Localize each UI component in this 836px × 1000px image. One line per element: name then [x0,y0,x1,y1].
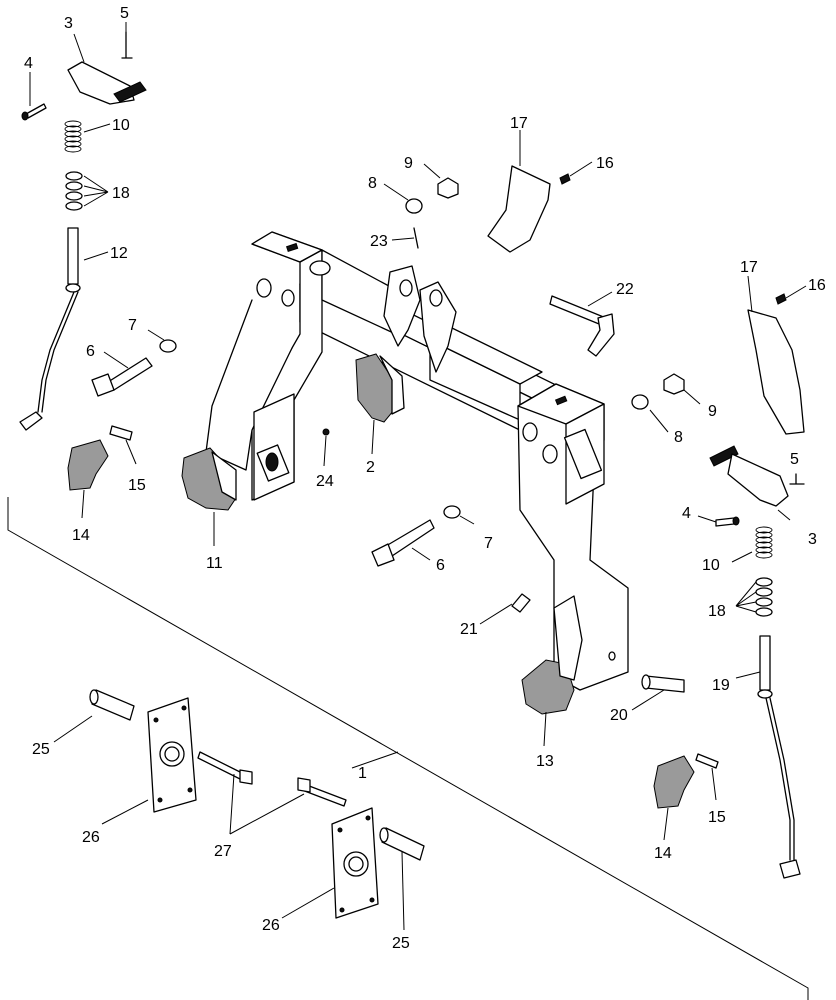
callout-4-right: 4 [682,505,691,522]
spring-right [755,526,773,559]
callout-14-right: 14 [654,845,672,862]
callout-7-left: 7 [128,317,137,334]
callout-21: 21 [460,621,478,638]
callout-5-left: 5 [120,5,129,22]
callout-19: 19 [712,677,730,694]
callout-24: 24 [316,473,334,490]
callout-6-left: 6 [86,343,95,360]
callout-1: 1 [358,765,367,782]
callout-6-center: 6 [436,557,445,574]
callout-26-right: 26 [262,917,280,934]
callout-8-right: 8 [674,429,683,446]
callout-25-left: 25 [32,741,50,758]
callout-2: 2 [366,459,375,476]
callout-23: 23 [370,233,388,250]
callout-15-right: 15 [708,809,726,826]
callout-10-left: 10 [112,117,130,134]
callout-13: 13 [536,753,554,770]
callout-labels: 1 2 3 3 4 4 5 5 6 6 7 7 8 8 9 9 10 10 11… [24,5,826,952]
assembly-bracket [7,497,809,1000]
callout-26-left: 26 [82,829,100,846]
callout-3-right: 3 [808,531,817,548]
spring-left [64,120,82,153]
callout-20: 20 [610,707,628,724]
callout-25-right: 25 [392,935,410,952]
callout-9-right: 9 [708,403,717,420]
leader-lines [29,22,807,931]
callout-22: 22 [616,281,634,298]
callout-27: 27 [214,843,232,860]
callout-16-left: 16 [596,155,614,172]
left-side-parts [19,31,177,491]
right-side-parts [371,165,805,879]
lower-parts [89,689,425,919]
callout-9-left: 9 [404,155,413,172]
callout-7-center: 7 [484,535,493,552]
callout-14-left: 14 [72,527,90,544]
callout-10-right: 10 [702,557,720,574]
callout-4-left: 4 [24,55,33,72]
callout-18-left: 18 [112,185,130,202]
callout-16-right: 16 [808,277,826,294]
callout-15-left: 15 [128,477,146,494]
callout-11: 11 [206,555,223,572]
callout-17-left: 17 [510,115,528,132]
callout-8-left: 8 [368,175,377,192]
quick-hitch-frame [181,231,629,715]
callout-12: 12 [110,245,128,262]
callout-18-right: 18 [708,603,726,620]
callout-3-left: 3 [64,15,73,32]
callout-5-right: 5 [790,451,799,468]
callout-17-right: 17 [740,259,758,276]
